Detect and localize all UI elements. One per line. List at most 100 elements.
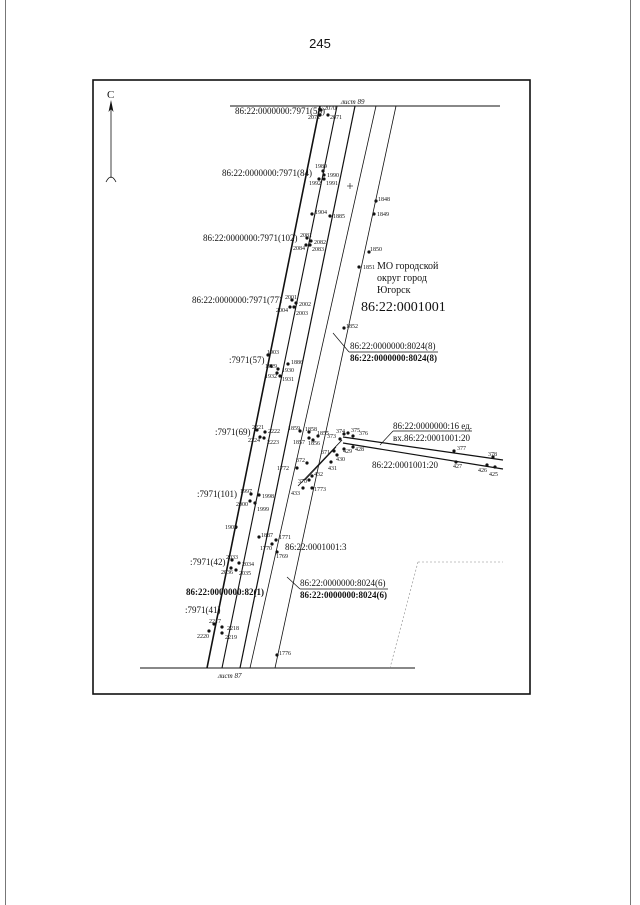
survey-point-2000: [248, 499, 252, 503]
survey-point-1904: [310, 212, 314, 216]
survey-point-label-1856: 1856: [308, 441, 320, 447]
survey-point-2003: [292, 305, 296, 309]
survey-point-2004: [288, 305, 292, 309]
survey-point-label-373: 373: [327, 434, 336, 440]
survey-point-label-2070: 2070: [324, 106, 336, 112]
cadastral-quarter-label: 86:22:0001001: [361, 300, 446, 315]
survey-point-label-2002: 2002: [299, 302, 311, 308]
survey-point-label-375: 375: [351, 428, 360, 434]
survey-point-label-2219: 2219: [225, 635, 237, 641]
survey-point-2220: [207, 629, 211, 633]
survey-point-2221: [255, 428, 259, 432]
survey-point-2081: [305, 236, 309, 240]
survey-point-2002: [294, 301, 298, 305]
survey-point-1903: [266, 353, 270, 357]
admin-area-line-2: округ город: [377, 273, 427, 284]
survey-point-label-1852: 1852: [346, 324, 358, 330]
survey-point-2035: [234, 568, 238, 572]
survey-point-2217: [212, 622, 216, 626]
callout-8024-6-line-1: 86:22:0000000:8024(6): [300, 578, 386, 588]
survey-point-2082: [309, 239, 313, 243]
survey-point-1773: [310, 486, 314, 490]
survey-point-2084: [304, 243, 308, 247]
survey-point-2072: [318, 113, 322, 117]
map-frame: [92, 79, 531, 695]
survey-point-2083: [308, 243, 312, 247]
parcel-label-7971-102: 86:22:0000000:7971(102): [203, 233, 298, 243]
survey-point-label-1848: 1848: [378, 197, 390, 203]
survey-point-label-374: 374: [336, 429, 345, 435]
survey-point-label-425: 425: [489, 472, 498, 478]
survey-point-label-2072: 2072: [308, 115, 320, 121]
survey-point-431: [329, 460, 333, 464]
survey-point-1858: [307, 430, 311, 434]
survey-point-label-1851: 1851: [363, 265, 375, 271]
survey-point-label-377: 377: [457, 446, 466, 452]
survey-point-430: [335, 453, 339, 457]
survey-point-label-426: 426: [478, 468, 487, 474]
survey-point-1885: [328, 214, 332, 218]
survey-point-label-2001: 2001: [285, 295, 297, 301]
survey-point-label-370: 370: [298, 479, 307, 485]
survey-point-1849: [372, 212, 376, 216]
survey-point-label-1930: 1930: [282, 368, 294, 374]
scan-edge-left: [5, 0, 6, 905]
survey-point-2219: [220, 631, 224, 635]
survey-point-label-1989: 1989: [315, 164, 327, 170]
survey-point-label-1990: 1990: [327, 173, 339, 179]
survey-point-1931: [278, 374, 282, 378]
survey-point-370: [307, 478, 311, 482]
callout-8024-8-line-2: 86:22:0000000:8024(8): [350, 353, 437, 363]
parcel-label-7971-41: :7971(41): [185, 605, 221, 615]
survey-point-label-2224: 2224: [248, 438, 260, 444]
survey-point-2033: [230, 558, 234, 562]
survey-point-378: [491, 455, 495, 459]
callout-8024-6: 86:22:0000000:8024(6) 86:22:0000000:8024…: [286, 576, 388, 600]
survey-point-label-376: 376: [359, 431, 368, 437]
survey-point-426: [485, 463, 489, 467]
survey-point-2071: [326, 113, 330, 117]
survey-point-label-429: 429: [343, 449, 352, 455]
survey-point-label-1932: 1932: [265, 374, 277, 380]
survey-point-1776: [275, 653, 279, 657]
survey-point-label-1858: 1858: [305, 427, 317, 433]
survey-point-label-1771: 1771: [279, 535, 291, 541]
survey-point-label-2220: 2220: [197, 634, 209, 640]
survey-point-1991: [322, 177, 326, 181]
survey-point-1989: [321, 169, 325, 173]
survey-point-2223: [262, 436, 266, 440]
survey-point-2218: [220, 625, 224, 629]
dashed-area-boundary: [389, 561, 503, 669]
corridor-line-3: [239, 105, 356, 669]
corridor-lines: [206, 105, 504, 669]
survey-point-428: [351, 445, 355, 449]
sheet-label-bottom: лист 87: [217, 672, 242, 680]
survey-point-label-2217: 2217: [209, 619, 221, 625]
survey-point-1772: [295, 466, 299, 470]
survey-point-label-1885: 1885: [333, 214, 345, 220]
survey-point-label-2222: 2222: [268, 429, 280, 435]
callout-16-units: 86:22:0000000:16 ед. вх.86:22:0001001:20: [379, 421, 472, 446]
survey-point-429: [342, 447, 346, 451]
survey-point-label-2004: 2004: [276, 308, 288, 314]
survey-point-1886: [286, 362, 290, 366]
survey-point-label-1859: 1859: [288, 426, 300, 432]
corridor-line-4: [249, 105, 377, 669]
survey-point-label-2084: 2084: [293, 246, 305, 252]
survey-point-label-428: 428: [355, 447, 364, 453]
survey-point-label-1902: 1902: [225, 525, 237, 531]
survey-point-label-371: 371: [321, 450, 330, 456]
survey-point-2034: [237, 561, 241, 565]
survey-point-label-1770: 1770: [260, 546, 272, 552]
survey-point-1859: [298, 429, 302, 433]
parcel-label-82-1: 86:22:0000000:82(1): [186, 587, 264, 597]
survey-point-1769: [275, 550, 279, 554]
survey-point-1902: [234, 525, 238, 529]
survey-point-label-2071: 2071: [330, 115, 342, 121]
survey-point-label-1857: 1857: [293, 440, 305, 446]
scan-edge-right: [630, 0, 631, 905]
survey-point-label-2223: 2223: [267, 440, 279, 446]
parcel-label-7971-69: :7971(69): [215, 427, 251, 437]
parcel-label-7971-101: :7971(101): [197, 489, 237, 499]
parcel-label-1001-3: 86:22:0001001:3: [285, 542, 347, 552]
